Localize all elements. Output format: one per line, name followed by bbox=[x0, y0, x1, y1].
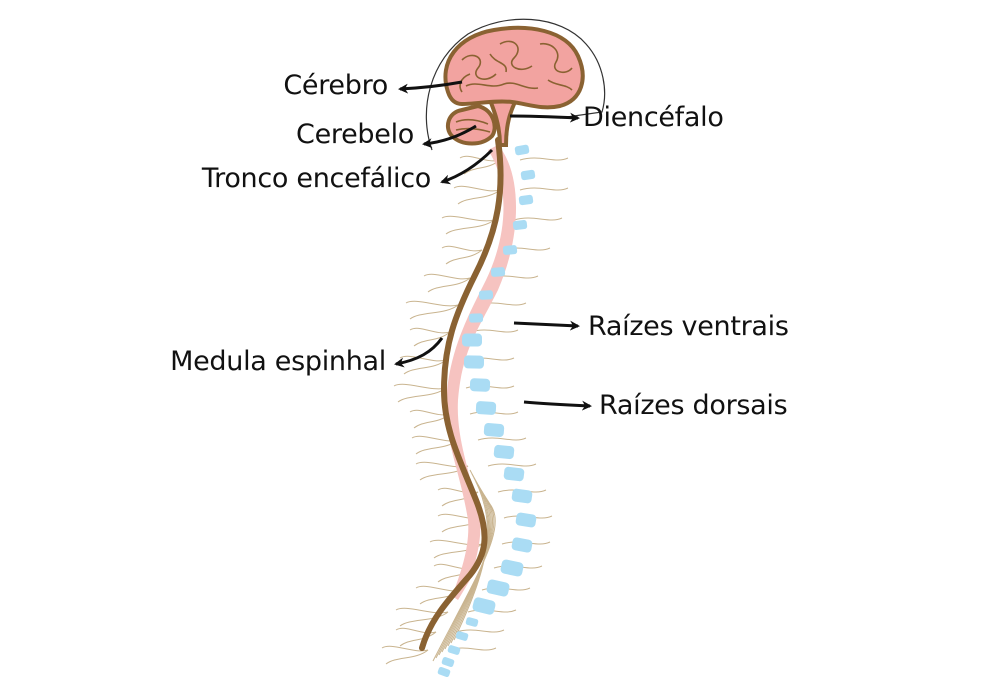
vertebra-icon bbox=[518, 194, 534, 206]
nerve-root-icon bbox=[441, 245, 483, 252]
brain-stem bbox=[484, 92, 519, 147]
nerve-root-icon bbox=[403, 359, 447, 375]
nerve-root-icon bbox=[457, 189, 501, 205]
vertebra-icon bbox=[511, 488, 533, 504]
nerve-root-icon bbox=[393, 383, 447, 390]
nerve-root-icon bbox=[453, 185, 501, 192]
arrow-icon bbox=[398, 80, 463, 94]
vertebra-icon bbox=[468, 313, 484, 323]
vertebra-icon bbox=[500, 559, 524, 577]
arrow-icon bbox=[440, 148, 494, 185]
nerve-root-icon bbox=[395, 627, 437, 634]
nerve-root-icon bbox=[455, 629, 505, 633]
vertebra-icon bbox=[437, 666, 451, 678]
vertebra-icon bbox=[512, 219, 528, 231]
nerve-root-icon bbox=[405, 300, 459, 307]
brain-gyri bbox=[459, 40, 573, 93]
vertebra-icon bbox=[483, 423, 505, 437]
vertebra-icon bbox=[469, 378, 491, 392]
nerve-root-icon bbox=[469, 329, 519, 333]
spinal-cord-icon bbox=[419, 137, 504, 651]
nerve-root-icon bbox=[445, 219, 495, 235]
label-raizes-dorsais: Raízes dorsais bbox=[599, 390, 788, 421]
vertebra-icon bbox=[472, 597, 496, 615]
arrow-icon bbox=[394, 337, 444, 368]
nerve-root-icon bbox=[399, 611, 449, 627]
nerve-root-icon bbox=[395, 607, 449, 614]
vertebra-icon bbox=[478, 290, 494, 300]
nerve-root-icon bbox=[381, 645, 429, 652]
nerve-root-icon bbox=[519, 157, 569, 161]
arrow-icon bbox=[523, 400, 592, 411]
vertebra-icon bbox=[486, 579, 510, 597]
nerve-root-icon bbox=[445, 249, 483, 265]
nerve-root-icon bbox=[409, 304, 459, 320]
nerve-root-icon bbox=[477, 437, 527, 441]
label-cerebelo: Cerebelo bbox=[296, 119, 414, 150]
vertebra-icon bbox=[503, 466, 525, 482]
arrow-icon bbox=[513, 320, 580, 331]
nerve-root-icon bbox=[519, 187, 569, 191]
nerve-root-icon bbox=[397, 387, 447, 403]
spinal-canal bbox=[445, 145, 517, 600]
label-raizes-ventrais: Raízes ventrais bbox=[588, 311, 789, 342]
vertebra-icon bbox=[515, 512, 537, 528]
head-outline bbox=[425, 18, 606, 151]
nerve-root-icon bbox=[513, 217, 563, 221]
nerve-root-icon bbox=[441, 215, 495, 222]
vertebra-icon bbox=[493, 444, 515, 460]
label-tronco-encefalico: Tronco encefálico bbox=[201, 163, 431, 194]
nerve-root-icon bbox=[487, 463, 537, 467]
nerve-root-icon bbox=[409, 327, 451, 334]
vertebra-icon bbox=[441, 657, 455, 667]
label-medula-espinhal: Medula espinhal bbox=[170, 346, 386, 377]
arrow-icon bbox=[422, 124, 477, 149]
vertebra-icon bbox=[437, 144, 537, 678]
vertebra-icon bbox=[511, 537, 533, 553]
nerve-root-icon bbox=[399, 355, 447, 362]
arrows bbox=[394, 80, 592, 411]
label-cerebro: Cérebro bbox=[283, 70, 388, 101]
arrow-icon bbox=[509, 112, 580, 123]
nerve-root-icon bbox=[467, 609, 517, 613]
vertebra-icon bbox=[514, 144, 530, 156]
nerve-root-icon bbox=[469, 411, 519, 415]
vertebra-icon bbox=[455, 631, 469, 641]
label-diencefalo: Diencéfalo bbox=[583, 102, 724, 133]
vertebra-icon bbox=[461, 333, 483, 347]
vertebra-icon bbox=[463, 355, 485, 369]
vertebra-icon bbox=[490, 267, 506, 277]
vertebra-icon bbox=[475, 401, 497, 415]
nerve-root-icon bbox=[413, 331, 451, 347]
vertebra-icon bbox=[520, 169, 536, 181]
nerve-root-icon bbox=[381, 155, 569, 665]
nerve-root-icon bbox=[427, 277, 471, 293]
vertebra-icon bbox=[465, 617, 479, 627]
vertebra-icon bbox=[502, 245, 518, 255]
nerve-root-icon bbox=[423, 273, 471, 280]
nerve-root-icon bbox=[399, 631, 437, 647]
nerve-root-icon bbox=[432, 497, 496, 662]
nerve-root-icon bbox=[385, 649, 429, 665]
vertebra-icon bbox=[447, 645, 461, 655]
